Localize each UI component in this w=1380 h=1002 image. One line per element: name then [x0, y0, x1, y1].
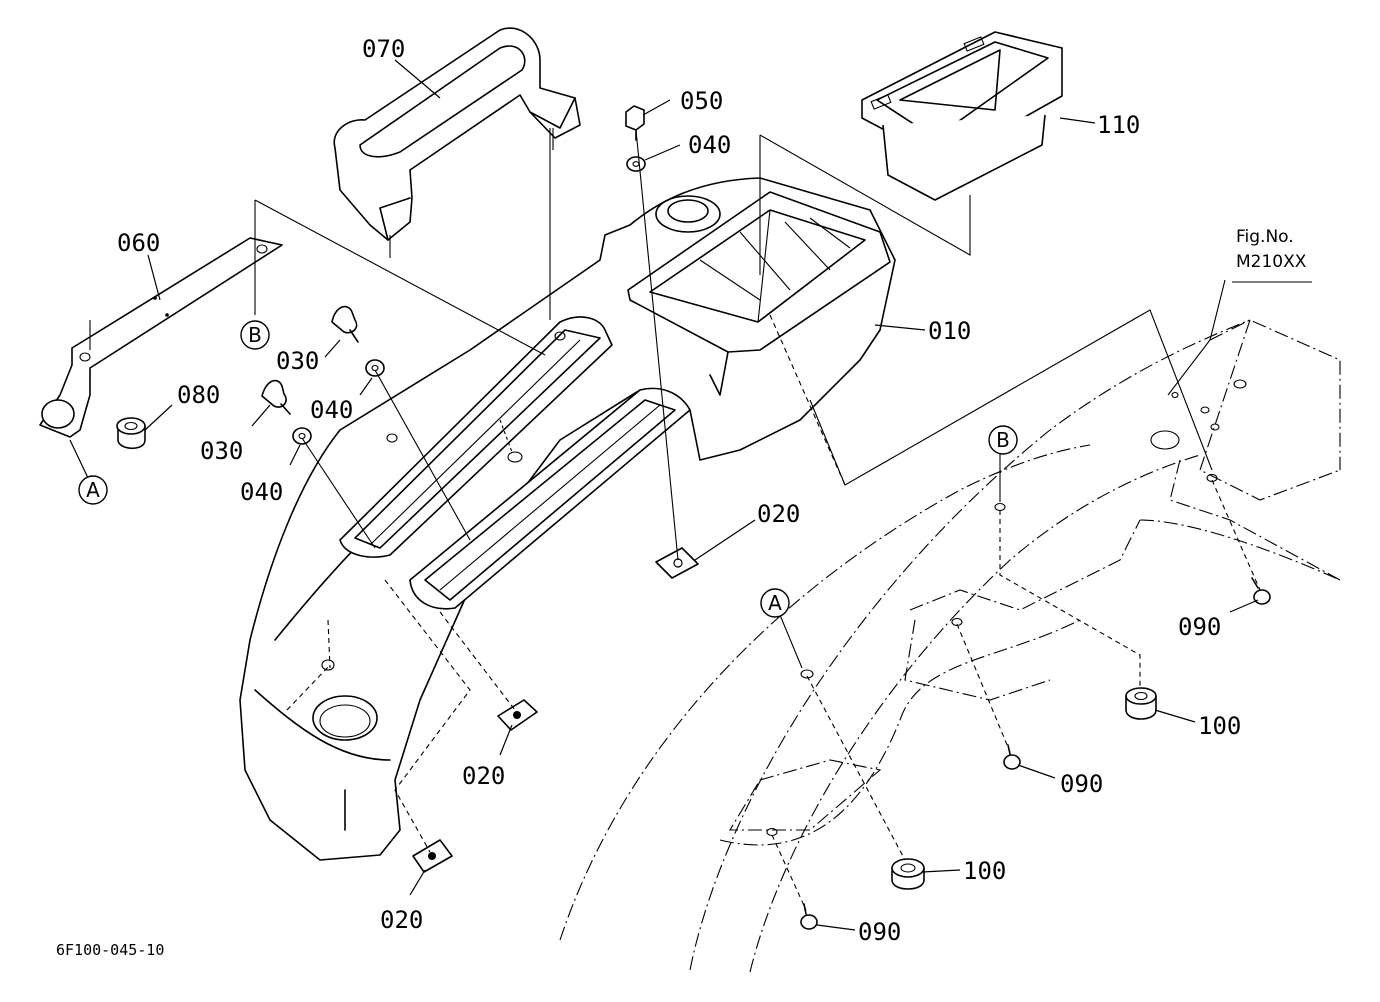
- drawing-code: 6F100-045-10: [56, 941, 164, 959]
- console-cover-010: [239, 177, 896, 861]
- bolt-090-lower: [800, 903, 818, 930]
- callout-labels: 070 060 050 040 110 010 080 030 040 030 …: [117, 35, 1241, 946]
- clip-nut-020-middle: [497, 699, 538, 731]
- flange-nut-100-upper: [1125, 687, 1157, 720]
- callout-030-upper: 030: [276, 347, 319, 375]
- connection-marker-b-right: B: [988, 425, 1018, 502]
- callout-020-middle: 020: [462, 762, 505, 790]
- callout-090-right: 090: [1178, 613, 1221, 641]
- bracket-060: [39, 237, 283, 438]
- figure-reference: Fig.No. M210XX: [1236, 227, 1307, 272]
- storage-box-110: [861, 31, 1063, 201]
- callout-050: 050: [680, 87, 723, 115]
- connection-marker-a-right: A: [760, 588, 803, 669]
- leader-lines: [69, 59, 1259, 931]
- grip-handle-070: [333, 27, 581, 258]
- bolt-050: [625, 105, 645, 141]
- callout-100-lower: 100: [963, 857, 1006, 885]
- bolt-090-middle: [1003, 744, 1021, 770]
- callout-040-top: 040: [688, 131, 731, 159]
- svg-text:M210XX: M210XX: [1236, 252, 1307, 272]
- washer-040-top: [626, 156, 646, 172]
- callout-060: 060: [117, 229, 160, 257]
- callout-030-lower: 030: [200, 437, 243, 465]
- flange-nut-100-lower: [891, 858, 925, 890]
- callout-090-middle: 090: [1060, 770, 1103, 798]
- bolt-090-right: [1251, 577, 1271, 605]
- svg-text:B: B: [996, 428, 1010, 452]
- wing-knob-030-lower: [261, 379, 291, 415]
- callout-080: 080: [177, 381, 220, 409]
- connection-marker-a-left: A: [78, 475, 108, 505]
- fender-outline: [559, 319, 1341, 973]
- callout-100-upper: 100: [1198, 712, 1241, 740]
- callout-020-center: 020: [757, 500, 800, 528]
- callout-040-upper: 040: [310, 396, 353, 424]
- clip-nut-020-lower: [412, 839, 453, 873]
- connection-marker-b-left: B: [240, 320, 270, 350]
- callout-020-lower: 020: [380, 906, 423, 934]
- svg-text:A: A: [768, 591, 782, 615]
- callout-090-lower: 090: [858, 918, 901, 946]
- svg-text:B: B: [248, 323, 262, 347]
- callout-110: 110: [1097, 111, 1140, 139]
- flange-nut-080: [116, 417, 146, 450]
- callout-010: 010: [928, 317, 971, 345]
- svg-text:Fig.No.: Fig.No.: [1236, 227, 1294, 247]
- washer-040-lower: [292, 427, 312, 445]
- washer-040-upper: [365, 359, 385, 377]
- callout-040-lower: 040: [240, 478, 283, 506]
- callout-070: 070: [362, 35, 405, 63]
- assembly-lines: [254, 128, 1312, 911]
- wing-knob-030-upper: [331, 305, 359, 343]
- clip-nut-020-center: [655, 547, 699, 579]
- svg-text:A: A: [86, 478, 100, 502]
